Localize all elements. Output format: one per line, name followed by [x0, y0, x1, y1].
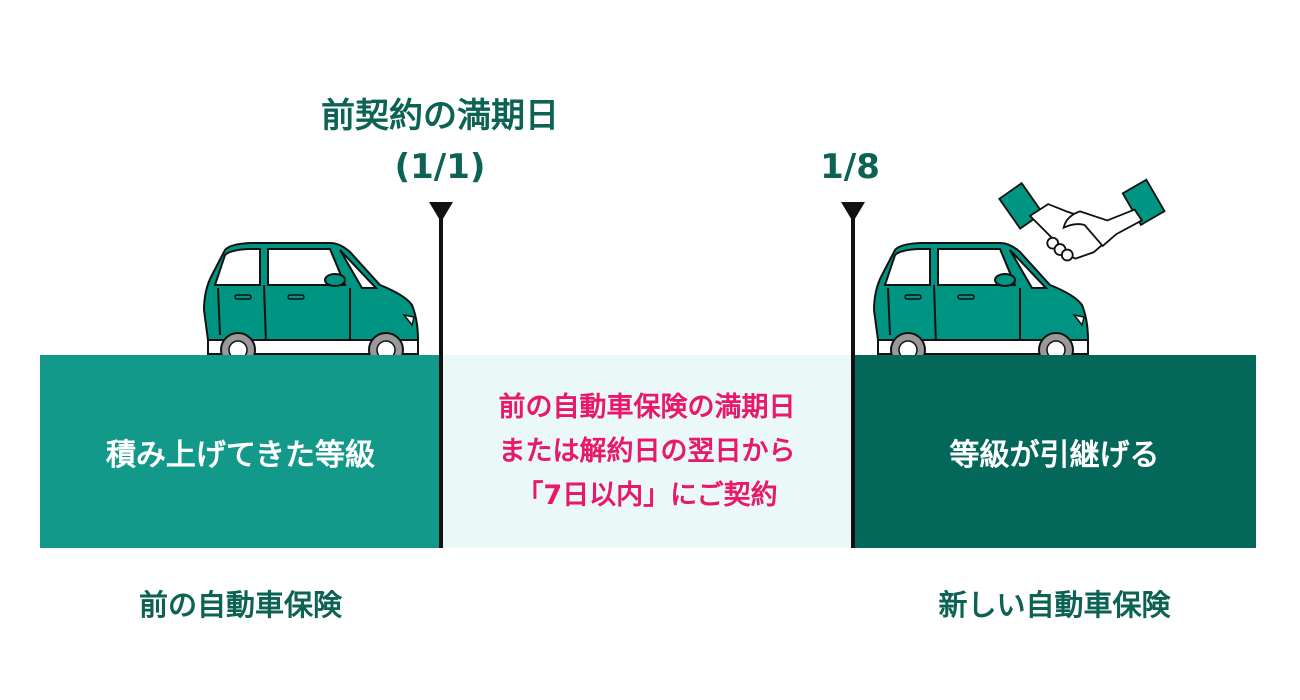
- grace-period-line-3: 「7日以内」にご契約: [516, 479, 778, 511]
- grade-transfer-text: 等級が引継げる: [949, 437, 1160, 473]
- expiry-marker-line: [439, 210, 443, 548]
- handshake-icon: [998, 178, 1166, 262]
- new-contract-date: 1/8: [820, 147, 880, 187]
- previous-insurance-label: 前の自動車保険: [138, 588, 342, 622]
- grace-period-line-1: 前の自動車保険の満期日: [498, 391, 796, 423]
- expiry-title: 前契約の満期日: [321, 96, 559, 136]
- new-insurance-label: 新しい自動車保険: [938, 588, 1171, 622]
- grace-period-line-2: または解約日の翌日から: [498, 435, 796, 467]
- new-contract-marker-line: [851, 210, 855, 548]
- previous-grade-segment: 積み上げてきた等級: [40, 355, 441, 548]
- expiry-date: (1/1): [394, 147, 486, 187]
- car-icon-previous: [203, 242, 419, 362]
- grade-transfer-segment: 等級が引継げる: [853, 355, 1256, 548]
- previous-grade-text: 積み上げてきた等級: [105, 437, 376, 473]
- grace-period-segment: 前の自動車保険の満期日 または解約日の翌日から 「7日以内」にご契約: [441, 355, 853, 548]
- expiry-marker-triangle-icon: [429, 202, 453, 222]
- new-contract-marker-triangle-icon: [841, 202, 865, 222]
